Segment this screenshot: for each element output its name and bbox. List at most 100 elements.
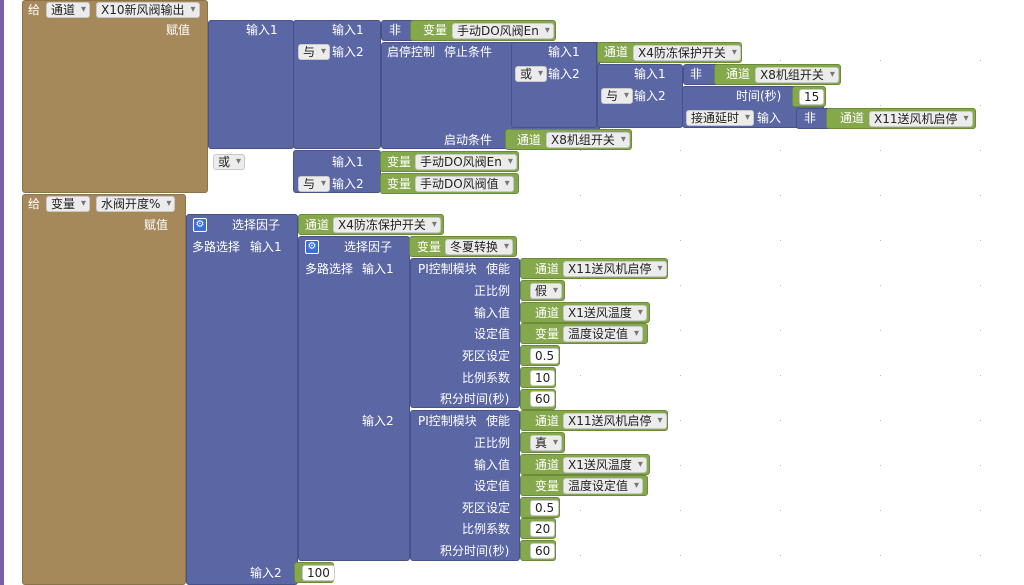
input-label: 输入 bbox=[757, 111, 782, 125]
x1-dropdown-pi2[interactable]: X1送风温度 bbox=[563, 457, 647, 473]
proportional-label: 正比例 bbox=[474, 284, 511, 298]
x11-dropdown-pi1[interactable]: X11送风机启停 bbox=[563, 261, 667, 277]
variable-label: 变量 bbox=[535, 479, 560, 493]
integral-time-label: 积分时间(秒) bbox=[440, 544, 510, 558]
grid-dot bbox=[580, 510, 581, 511]
grid-dot bbox=[980, 285, 981, 286]
manual-en-dropdown[interactable]: 手动DO风阀En bbox=[452, 23, 554, 39]
multi-select-block-inner[interactable] bbox=[298, 236, 410, 561]
integral-field-pi1[interactable]: 60 bbox=[530, 391, 556, 407]
grid-dot bbox=[580, 195, 581, 196]
grid-dot bbox=[680, 555, 681, 556]
input1-label: 输入1 bbox=[332, 155, 364, 169]
final-value-field[interactable]: 100 bbox=[302, 565, 335, 581]
or-dropdown[interactable]: 或 bbox=[213, 154, 246, 170]
on-delay-dropdown[interactable]: 接通延时 bbox=[686, 110, 755, 126]
coefficient-field-pi1[interactable]: 10 bbox=[530, 370, 556, 386]
input2-label: 输入2 bbox=[548, 67, 580, 81]
deadband-field-pi1[interactable]: 0.5 bbox=[530, 348, 560, 364]
grid-dot bbox=[880, 240, 881, 241]
setpoint-label: 设定值 bbox=[474, 327, 511, 341]
grid-dot bbox=[980, 465, 981, 466]
channel-label: 通道 bbox=[604, 45, 629, 59]
grid-dot bbox=[780, 375, 781, 376]
gear-icon[interactable]: ⚙ bbox=[305, 240, 319, 254]
time-value-field[interactable]: 15 bbox=[799, 89, 825, 105]
false-dropdown[interactable]: 假 bbox=[530, 283, 563, 299]
grid-dot bbox=[980, 375, 981, 376]
x4-dropdown-2[interactable]: X4防冻保护开关 bbox=[333, 217, 441, 233]
grid-dot bbox=[680, 420, 681, 421]
deadband-field-pi2[interactable]: 0.5 bbox=[530, 500, 560, 516]
temp-set-dropdown-pi1[interactable]: 温度设定值 bbox=[563, 326, 644, 342]
gear-icon[interactable]: ⚙ bbox=[193, 218, 207, 232]
x4-dropdown[interactable]: X4防冻保护开关 bbox=[633, 45, 741, 61]
enable-label: 使能 bbox=[486, 262, 511, 276]
multi-select-block-outer[interactable] bbox=[186, 214, 298, 585]
channel-label: 通道 bbox=[726, 67, 751, 81]
x11-dropdown[interactable]: X11送风机启停 bbox=[869, 111, 973, 127]
and-dropdown[interactable]: 与 bbox=[601, 88, 634, 104]
manual-val-dropdown[interactable]: 手动DO风阀值 bbox=[415, 176, 514, 192]
grid-dot bbox=[980, 510, 981, 511]
not-label: 非 bbox=[804, 111, 817, 125]
x8-start-dropdown[interactable]: X8机组开关 bbox=[546, 132, 630, 148]
x1-dropdown-pi1[interactable]: X1送风温度 bbox=[563, 305, 647, 321]
channel-label: 通道 bbox=[517, 133, 542, 147]
grid-dot bbox=[980, 555, 981, 556]
assign-block-1[interactable] bbox=[22, 0, 208, 193]
and-block-outer[interactable] bbox=[208, 20, 294, 149]
pi-label: PI控制模块 bbox=[418, 414, 477, 428]
variable-label: 变量 bbox=[417, 240, 442, 254]
input2-label: 输入2 bbox=[332, 45, 364, 59]
pi-label: PI控制模块 bbox=[418, 262, 477, 276]
proportional-label: 正比例 bbox=[474, 436, 511, 450]
assign-block-2[interactable] bbox=[22, 194, 186, 585]
grid-dot bbox=[780, 330, 781, 331]
integral-field-pi2[interactable]: 60 bbox=[530, 543, 556, 559]
target-dropdown-1[interactable]: X10新风阀输出 bbox=[96, 2, 200, 18]
select-factor-label: 选择因子 bbox=[232, 218, 281, 232]
winter-summer-dropdown[interactable]: 冬夏转换 bbox=[445, 239, 514, 255]
pi-control-block-1[interactable] bbox=[410, 258, 520, 408]
temp-set-dropdown-pi2[interactable]: 温度设定值 bbox=[563, 478, 644, 494]
pi-control-block-2[interactable] bbox=[410, 410, 520, 561]
grid-dot bbox=[680, 240, 681, 241]
input1-label: 输入1 bbox=[548, 45, 580, 59]
grid-dot bbox=[880, 465, 881, 466]
setpoint-label: 设定值 bbox=[474, 479, 511, 493]
variable-label: 变量 bbox=[387, 155, 412, 169]
x11-dropdown-pi2[interactable]: X11送风机启停 bbox=[563, 413, 667, 429]
coefficient-field-pi2[interactable]: 20 bbox=[530, 521, 556, 537]
and-dropdown[interactable]: 与 bbox=[298, 44, 331, 60]
grid-dot bbox=[580, 375, 581, 376]
and-block-inner[interactable] bbox=[293, 20, 381, 149]
manual-en-dropdown-2[interactable]: 手动DO风阀En bbox=[415, 154, 517, 170]
x8-dropdown[interactable]: X8机组开关 bbox=[755, 67, 839, 83]
grid-dot bbox=[980, 420, 981, 421]
assign-label-2: 赋值 bbox=[144, 218, 169, 232]
channel-type-dropdown-1[interactable]: 通道 bbox=[46, 2, 91, 18]
or-dropdown[interactable]: 或 bbox=[515, 66, 548, 82]
grid-dot bbox=[880, 105, 881, 106]
start-condition-label: 启动条件 bbox=[444, 133, 493, 147]
grid-dot bbox=[980, 240, 981, 241]
variable-label: 变量 bbox=[535, 327, 560, 341]
input-value-label: 输入值 bbox=[474, 458, 511, 472]
give-label-2: 给 bbox=[28, 197, 41, 211]
var-type-dropdown-2[interactable]: 变量 bbox=[46, 196, 91, 212]
or-block[interactable] bbox=[511, 42, 597, 128]
grid-dot bbox=[780, 60, 781, 61]
true-dropdown[interactable]: 真 bbox=[530, 435, 563, 451]
grid-dot bbox=[980, 60, 981, 61]
grid-dot bbox=[880, 330, 881, 331]
and-dropdown[interactable]: 与 bbox=[298, 176, 331, 192]
grid-dot bbox=[780, 240, 781, 241]
input2-label: 输入2 bbox=[634, 89, 666, 103]
channel-label: 通道 bbox=[535, 262, 560, 276]
grid-dot bbox=[980, 195, 981, 196]
not-label: 非 bbox=[389, 23, 402, 37]
target-dropdown-2[interactable]: 水阀开度% bbox=[96, 196, 176, 212]
grid-dot bbox=[780, 465, 781, 466]
